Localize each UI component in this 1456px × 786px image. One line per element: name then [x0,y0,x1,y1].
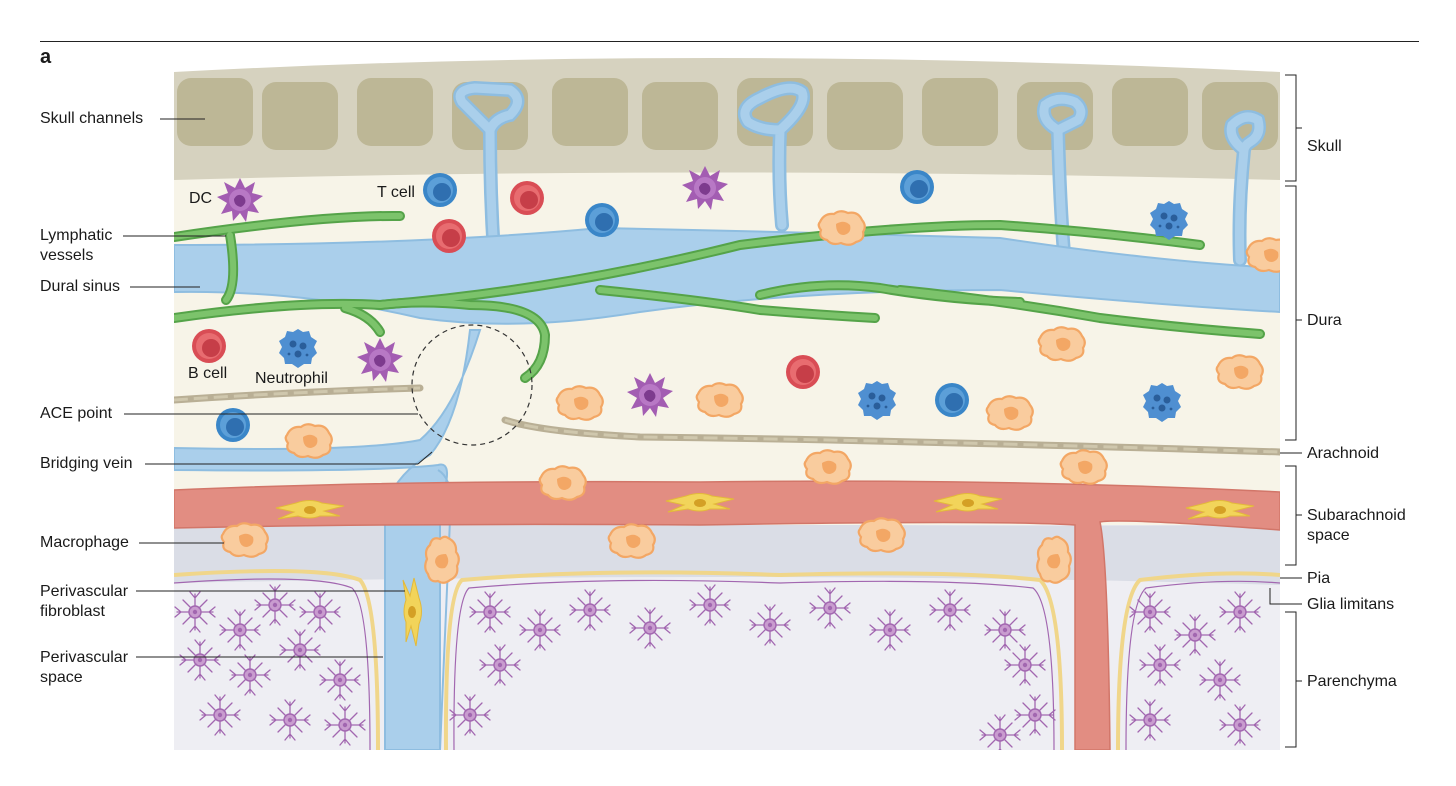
macrophage-icon [284,423,333,459]
label-perivascular-space: Perivascular space [40,649,129,686]
label-dural-sinus: Dural sinus [40,278,121,295]
label-skull-channels: Skull channels [40,110,144,127]
label-t-cell: T cell [377,184,415,201]
skull-channel-pore [452,82,528,150]
skull-channel-pore [827,82,903,150]
macrophage-icon [1245,237,1280,273]
macrophage-icon [1059,449,1108,485]
skull-channel-pore [552,78,628,146]
macrophage-icon [1037,326,1086,362]
perivascular-macrophage-icon [1036,535,1072,584]
top-rule [40,41,1419,42]
label-ace-point: ACE point [40,405,113,422]
skull-channel-pore [642,82,718,150]
b-cell-icon [192,329,226,363]
label-skull: Skull [1307,138,1342,155]
label-parenchyma: Parenchyma [1307,673,1397,690]
label-b-cell: B cell [188,365,228,382]
skull-channel-pore [1112,78,1188,146]
t-cell-icon [423,173,457,207]
t-cell-icon [585,203,619,237]
macrophage-icon [1215,354,1264,390]
macrophage-icon [985,395,1034,431]
label-dc: DC [189,190,213,207]
t-cell-icon [216,408,250,442]
label-arachnoid: Arachnoid [1307,445,1380,462]
label-lymphatic-vessels: Lymphatic vessels [40,227,113,264]
macrophage-icon [220,522,269,558]
label-perivascular-fibroblast: Perivascular fibroblast [40,583,129,620]
label-macrophage: Macrophage [40,534,129,551]
label-neutrophil: Neutrophil [255,370,328,387]
panel-letter: a [40,46,52,68]
macrophage-icon [803,449,852,485]
macrophage-icon [538,465,587,501]
b-cell-icon [432,219,466,253]
b-cell-icon [510,181,544,215]
label-glia-limitans: Glia limitans [1307,596,1395,613]
b-cell-icon [786,355,820,389]
label-subarachnoid-space: Subarachnoid space [1307,507,1406,544]
t-cell-icon [900,170,934,204]
perivascular-macrophage-icon [424,535,460,584]
label-pia: Pia [1307,570,1331,587]
skull-channel-pore [922,78,998,146]
macrophage-icon [555,385,604,421]
label-dura: Dura [1307,312,1342,329]
macrophage-icon [695,382,744,418]
label-bridging-vein: Bridging vein [40,455,133,472]
macrophage-icon [817,210,866,246]
skull-channel-pore [177,78,253,146]
t-cell-icon [935,383,969,417]
macrophage-icon [857,517,906,553]
skull-channel-pore [262,82,338,150]
skull-channel-pore [357,78,433,146]
macrophage-icon [607,523,656,559]
